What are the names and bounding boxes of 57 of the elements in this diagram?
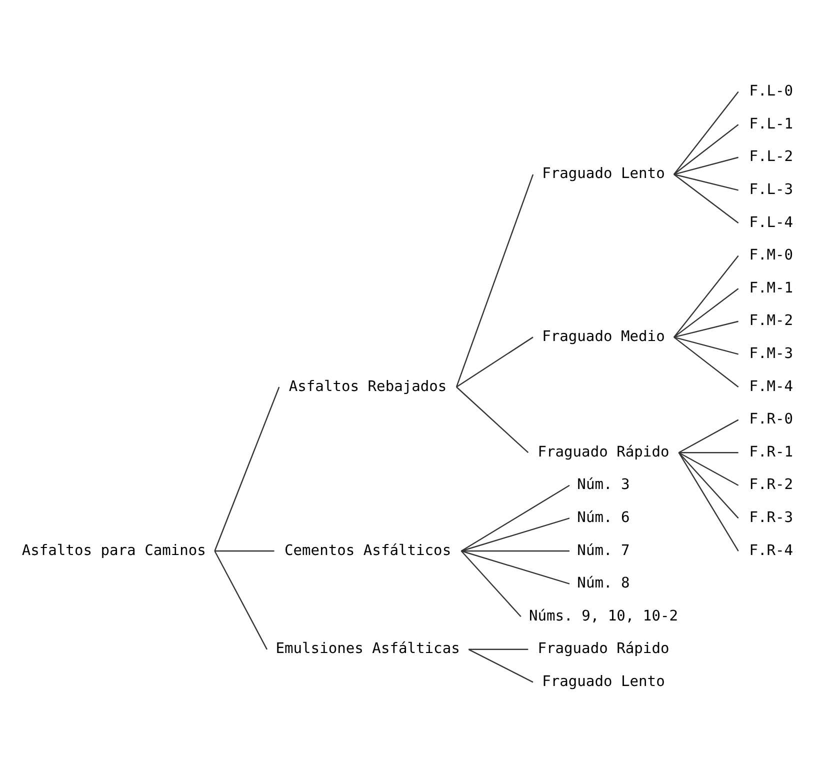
node-text: F.L-1 xyxy=(749,115,794,132)
node-text: F.L-3 xyxy=(749,180,794,198)
node-text: Fraguado Rápido xyxy=(538,640,670,658)
connector xyxy=(678,452,739,552)
connector xyxy=(460,550,522,618)
connector xyxy=(214,386,280,552)
node-text: F.L-2 xyxy=(749,148,794,166)
node-text: F.R-1 xyxy=(749,443,794,460)
connector xyxy=(461,518,570,552)
node-text: Núms. 9, 10, 10-2 xyxy=(528,607,678,624)
node-text: Asfaltos para Caminos xyxy=(22,542,206,559)
connector xyxy=(674,156,738,175)
node-text: F.R-0 xyxy=(749,410,794,428)
connector xyxy=(674,174,738,191)
connector xyxy=(678,452,738,454)
connector xyxy=(214,550,268,650)
node-text: F.L-0 xyxy=(749,82,794,100)
node-text: F.R-2 xyxy=(749,476,794,494)
node-text: F.L-4 xyxy=(749,214,794,231)
connector xyxy=(674,288,739,338)
connector xyxy=(468,648,534,683)
node-text: F.R-4 xyxy=(749,542,794,559)
connector xyxy=(678,452,739,519)
node-text: Núm. 8 xyxy=(577,574,630,592)
connector xyxy=(468,648,528,650)
node-text: Fraguado Medio xyxy=(542,328,665,345)
node-text: F.M-1 xyxy=(749,279,794,296)
node-text: Núm. 6 xyxy=(577,508,630,526)
connector xyxy=(674,174,739,224)
node-text: Emulsiones Asfálticas xyxy=(276,640,460,658)
node-text: F.M-0 xyxy=(749,246,794,264)
connector xyxy=(461,550,570,552)
connector xyxy=(214,550,274,552)
connector xyxy=(674,336,738,355)
node-text: Fraguado Lento xyxy=(542,165,665,182)
connector xyxy=(674,320,738,338)
connector xyxy=(673,91,739,175)
connector xyxy=(456,336,534,388)
node-text: Fraguado Rápido xyxy=(538,443,670,460)
node-text: F.R-3 xyxy=(749,508,794,526)
connector xyxy=(673,255,739,338)
node-text: F.M-3 xyxy=(749,344,794,362)
node-text: Cementos Asfálticos xyxy=(284,542,452,559)
connector xyxy=(674,336,739,388)
connector xyxy=(678,452,739,486)
connector xyxy=(461,550,570,584)
node-text: F.M-4 xyxy=(749,378,794,395)
connector xyxy=(456,174,534,388)
node-text: Núm. 3 xyxy=(577,476,630,494)
connector xyxy=(461,484,570,552)
connector xyxy=(456,386,529,454)
node-text: F.M-2 xyxy=(749,312,794,330)
node-text: Núm. 7 xyxy=(577,542,630,559)
node-text: Asfaltos Rebajados xyxy=(288,378,447,395)
node-text: Fraguado Lento xyxy=(542,672,665,690)
connector xyxy=(674,124,739,175)
connector xyxy=(678,419,739,454)
